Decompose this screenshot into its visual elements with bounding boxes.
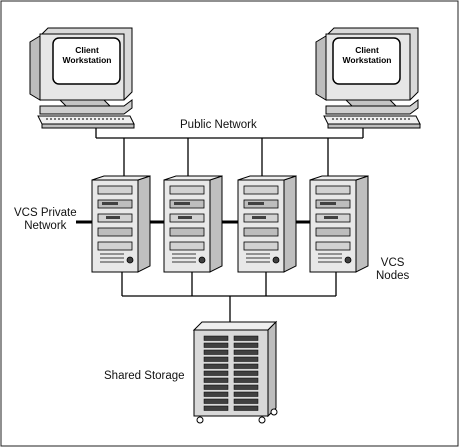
private-network-label-line2: Network <box>24 220 67 232</box>
disk-slot <box>203 405 229 411</box>
disk-slot <box>233 342 259 348</box>
disk-slot <box>233 363 259 369</box>
vcs-nodes-label-line1: VCS <box>380 257 405 269</box>
disk-slot <box>233 356 259 362</box>
disk-slot <box>203 370 229 376</box>
monitor-screen <box>52 37 121 85</box>
server-node-1 <box>91 175 151 273</box>
disk-slot <box>203 342 229 348</box>
disk-slot <box>203 356 229 362</box>
public-network-label: Public Network <box>180 119 257 131</box>
storage-network-lines <box>121 272 337 328</box>
disk-slot <box>233 349 259 355</box>
disk-slot <box>233 377 259 383</box>
disk-slot <box>203 398 229 404</box>
disk-slot <box>203 335 229 341</box>
disk-slot <box>203 377 229 383</box>
server-node-2 <box>163 175 223 273</box>
disk-slot <box>233 398 259 404</box>
workstation-1-label-line2: Workstation <box>62 55 112 65</box>
workstation-2-label: Client Workstation <box>335 45 399 65</box>
server-node-4 <box>309 175 369 273</box>
disk-slot <box>203 391 229 397</box>
private-network-label: VCS Private Network <box>14 207 77 233</box>
server-node-3 <box>237 175 297 273</box>
monitor-screen <box>332 37 401 85</box>
keyboard <box>37 115 135 125</box>
disk-slot <box>233 384 259 390</box>
client-workstation-1 <box>29 27 135 129</box>
vcs-nodes-label-line2: Nodes <box>376 270 410 282</box>
disk-slot <box>233 335 259 341</box>
workstation-1-label-line1: Client <box>75 45 99 55</box>
public-network-lines <box>95 128 364 180</box>
workstation-2-label-line1: Client <box>355 45 379 55</box>
disk-slot <box>233 370 259 376</box>
disk-slot <box>233 405 259 411</box>
workstation-1-label: Client Workstation <box>55 45 119 65</box>
vcs-nodes <box>91 175 369 273</box>
private-network-label-line1: VCS Private <box>14 207 77 219</box>
disk-slot <box>203 349 229 355</box>
disk-slot <box>203 363 229 369</box>
keyboard <box>323 115 421 125</box>
shared-storage-label: Shared Storage <box>104 370 185 382</box>
vcs-nodes-label: VCS Nodes <box>376 257 409 283</box>
disk-slot <box>203 384 229 390</box>
disk-slot <box>233 391 259 397</box>
shared-storage-array <box>192 320 278 424</box>
client-workstation-2 <box>315 27 421 129</box>
workstation-2-label-line2: Workstation <box>342 55 392 65</box>
